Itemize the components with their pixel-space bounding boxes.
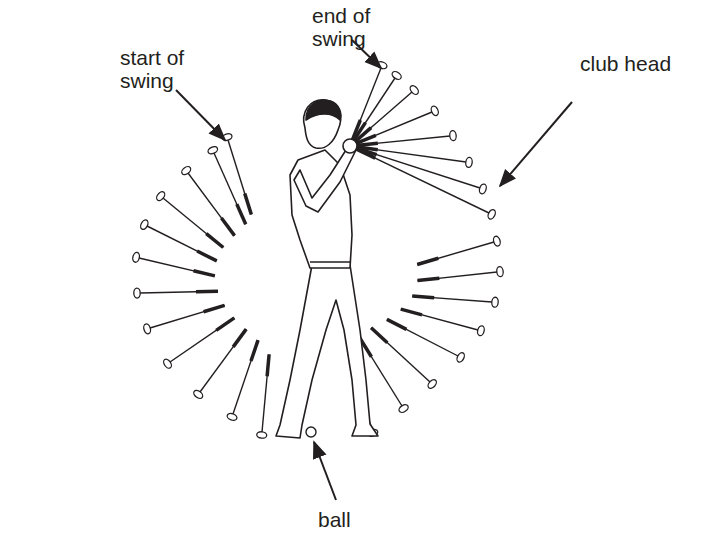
club-grip xyxy=(352,120,360,140)
golfer-hair xyxy=(306,100,341,120)
club-head xyxy=(426,378,437,390)
club-grip xyxy=(251,340,258,361)
club-head xyxy=(256,431,267,438)
club-head xyxy=(143,323,152,334)
club-head xyxy=(192,389,204,400)
club-head xyxy=(478,183,487,194)
golfer-head xyxy=(304,100,341,148)
club-head xyxy=(492,235,501,246)
club-head xyxy=(456,351,466,363)
club-shaft xyxy=(417,242,494,264)
club-head xyxy=(207,145,219,155)
club-head xyxy=(155,190,166,202)
club-shaft xyxy=(356,136,450,145)
club-grip xyxy=(237,204,246,224)
callout-label: end of swing xyxy=(312,4,392,50)
club-grip xyxy=(401,309,422,315)
club-shaft xyxy=(352,68,381,140)
club-shaft xyxy=(356,148,480,188)
club-shaft xyxy=(387,319,458,356)
club-head xyxy=(491,297,498,307)
club-shaft xyxy=(371,328,430,382)
club-grip xyxy=(197,251,217,261)
club-shaft xyxy=(353,78,395,141)
leader-arrow xyxy=(500,102,572,186)
club-shaft xyxy=(139,258,215,276)
club-grip xyxy=(417,258,438,264)
club-head xyxy=(226,412,238,421)
golfer-hands xyxy=(343,139,357,153)
club-grip xyxy=(412,296,434,298)
club-shaft xyxy=(140,291,218,293)
club-shaft xyxy=(170,318,234,362)
club-head xyxy=(449,130,456,141)
club-shaft xyxy=(355,92,412,142)
club-shaft xyxy=(200,329,246,392)
club-grip xyxy=(233,329,246,347)
callout-label: start of swing xyxy=(120,46,212,92)
leader-arrow xyxy=(314,442,336,500)
club-shaft xyxy=(356,112,432,144)
club-shaft xyxy=(355,149,489,213)
club-head xyxy=(496,266,503,277)
club-grip xyxy=(267,354,269,376)
golfer-legs xyxy=(276,265,378,438)
club-grip xyxy=(387,319,407,329)
club-grip xyxy=(206,234,223,248)
club-head xyxy=(487,208,497,220)
club-head xyxy=(391,70,403,81)
golfer-belt xyxy=(310,261,350,263)
club-head xyxy=(139,219,149,231)
leader-arrow xyxy=(176,90,225,140)
club-shaft xyxy=(356,147,466,162)
club-shaft xyxy=(147,226,217,261)
club-head xyxy=(132,252,141,263)
club-grip xyxy=(204,305,225,311)
club-sequence xyxy=(132,60,504,438)
club-head xyxy=(134,288,141,298)
club-shaft xyxy=(412,296,492,302)
club-grip xyxy=(371,328,387,343)
club-head xyxy=(162,358,173,370)
club-grip xyxy=(194,271,215,276)
callout-label: ball xyxy=(318,508,378,531)
club-shaft xyxy=(150,305,225,328)
club-grip xyxy=(216,318,234,330)
callout-label: club head xyxy=(580,52,704,75)
golfer-figure xyxy=(276,100,378,438)
club-head xyxy=(465,157,473,168)
club-head xyxy=(430,105,440,117)
club-head xyxy=(398,403,410,414)
club-shaft xyxy=(233,340,258,414)
club-grip xyxy=(221,218,234,236)
club-grip xyxy=(417,278,439,280)
golf-ball xyxy=(306,427,316,437)
club-shaft xyxy=(188,173,235,236)
club-grip xyxy=(196,290,218,294)
club-shaft xyxy=(262,354,269,432)
club-shaft xyxy=(228,140,251,214)
club-grip xyxy=(356,147,378,150)
club-head xyxy=(409,84,420,96)
club-head xyxy=(180,165,192,176)
club-grip xyxy=(245,193,252,214)
club-head xyxy=(477,325,486,336)
club-shaft xyxy=(417,272,497,281)
club-shaft xyxy=(401,309,478,330)
club-shaft xyxy=(163,198,223,248)
